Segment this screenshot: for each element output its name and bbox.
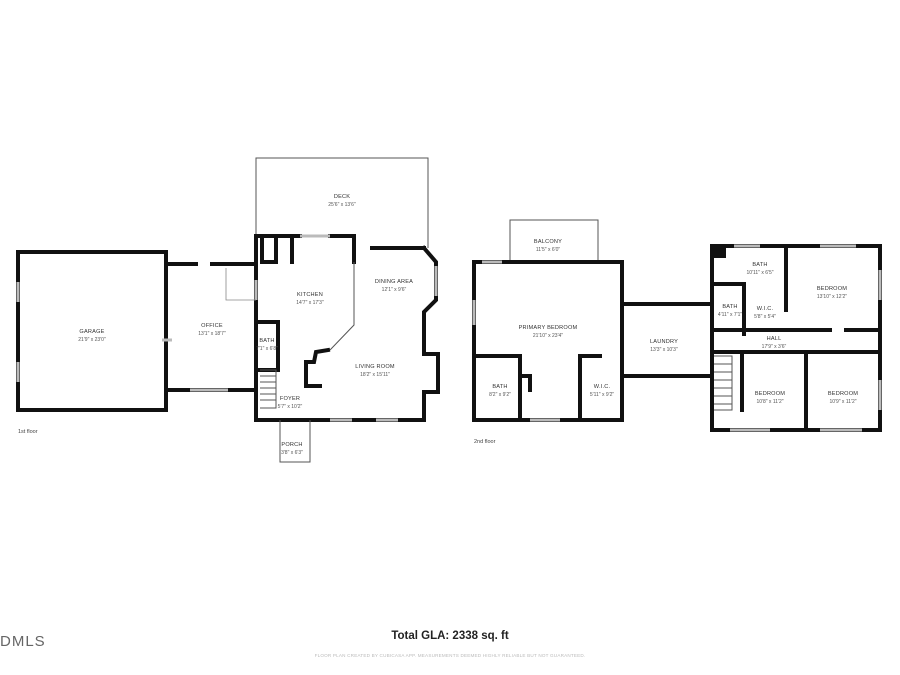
room-dim-bath-4: 4'11" x 7'1" bbox=[718, 312, 742, 318]
room-dim-bedroom-3: 10'9" x 11'2" bbox=[829, 399, 856, 405]
room-name-wic-1: W.I.C. bbox=[594, 384, 611, 390]
room-dim-bath-3: 10'11" x 6'5" bbox=[746, 270, 773, 276]
room-dim-kitchen: 14'7" x 17'3" bbox=[296, 300, 324, 306]
room-name-bath-3: BATH bbox=[752, 262, 767, 268]
room-name-dining: DINING AREA bbox=[375, 279, 413, 285]
room-dim-dining: 12'1" x 9'6" bbox=[382, 287, 407, 293]
main-house-walls bbox=[254, 234, 440, 422]
room-dim-porch: 3'8" x 6'3" bbox=[281, 450, 303, 456]
room-name-porch: PORCH bbox=[281, 442, 302, 448]
balcony-outline bbox=[509, 219, 599, 262]
room-name-office: OFFICE bbox=[201, 323, 223, 329]
room-name-laundry: LAUNDRY bbox=[650, 339, 678, 345]
floor-label-second: 2nd floor bbox=[474, 439, 496, 445]
room-name-bedroom-1: BEDROOM bbox=[817, 286, 847, 292]
garage-walls bbox=[16, 250, 168, 412]
room-name-foyer: FOYER bbox=[280, 396, 300, 402]
room-dim-garage: 21'9" x 23'0" bbox=[78, 337, 106, 343]
room-dim-bedroom-2: 10'8" x 11'2" bbox=[756, 399, 783, 405]
room-name-primary-bedroom: PRIMARY BEDROOM bbox=[519, 325, 578, 331]
room-name-hall: HALL bbox=[767, 336, 782, 342]
room-dim-bath-1: 7'1" x 6'8" bbox=[256, 346, 278, 352]
room-name-bedroom-2: BEDROOM bbox=[755, 391, 785, 397]
room-name-wic-2: W.I.C. bbox=[757, 306, 774, 312]
room-name-bedroom-3: BEDROOM bbox=[828, 391, 858, 397]
floor-label-first: 1st floor bbox=[18, 429, 38, 435]
room-dim-laundry: 13'3" x 10'3" bbox=[650, 347, 678, 353]
dmls-watermark: DMLS bbox=[0, 633, 46, 650]
room-dim-bath-2: 8'2" x 9'2" bbox=[489, 392, 511, 398]
room-dim-wic-2: 5'8" x 5'4" bbox=[754, 314, 776, 320]
room-dim-wic-1: 5'11" x 9'2" bbox=[590, 392, 614, 398]
room-name-balcony: BALCONY bbox=[534, 239, 562, 245]
room-dim-bedroom-1: 13'10" x 12'2" bbox=[817, 294, 847, 300]
room-name-bath-2: BATH bbox=[492, 384, 507, 390]
second-floor-primary-wing bbox=[472, 219, 714, 422]
room-name-garage: GARAGE bbox=[79, 329, 104, 335]
first-floor bbox=[16, 157, 440, 463]
room-dim-living: 18'2" x 15'11" bbox=[360, 372, 390, 378]
deck-outline bbox=[255, 157, 429, 248]
room-dim-foyer: 5'7" x 10'2" bbox=[278, 404, 303, 410]
second-floor-bedroom-wing bbox=[710, 244, 882, 432]
room-dim-balcony: 11'5" x 6'0" bbox=[536, 247, 560, 253]
room-name-bath-4: BATH bbox=[722, 304, 737, 310]
room-dim-primary-bedroom: 21'10" x 23'4" bbox=[533, 333, 563, 339]
room-name-deck: DECK bbox=[334, 194, 350, 200]
room-name-bath-1: BATH bbox=[259, 338, 274, 344]
total-gla: Total GLA: 2338 sq. ft bbox=[391, 630, 509, 642]
room-name-kitchen: KITCHEN bbox=[297, 292, 323, 298]
room-dim-deck: 25'6" x 13'6" bbox=[328, 202, 356, 208]
disclaimer-text: FLOOR PLAN CREATED BY CUBICASA APP. MEAS… bbox=[314, 653, 586, 658]
room-name-living: LIVING ROOM bbox=[355, 364, 395, 370]
room-dim-hall: 17'9" x 3'6" bbox=[762, 344, 787, 350]
room-dim-office: 13'1" x 18'7" bbox=[198, 331, 226, 337]
